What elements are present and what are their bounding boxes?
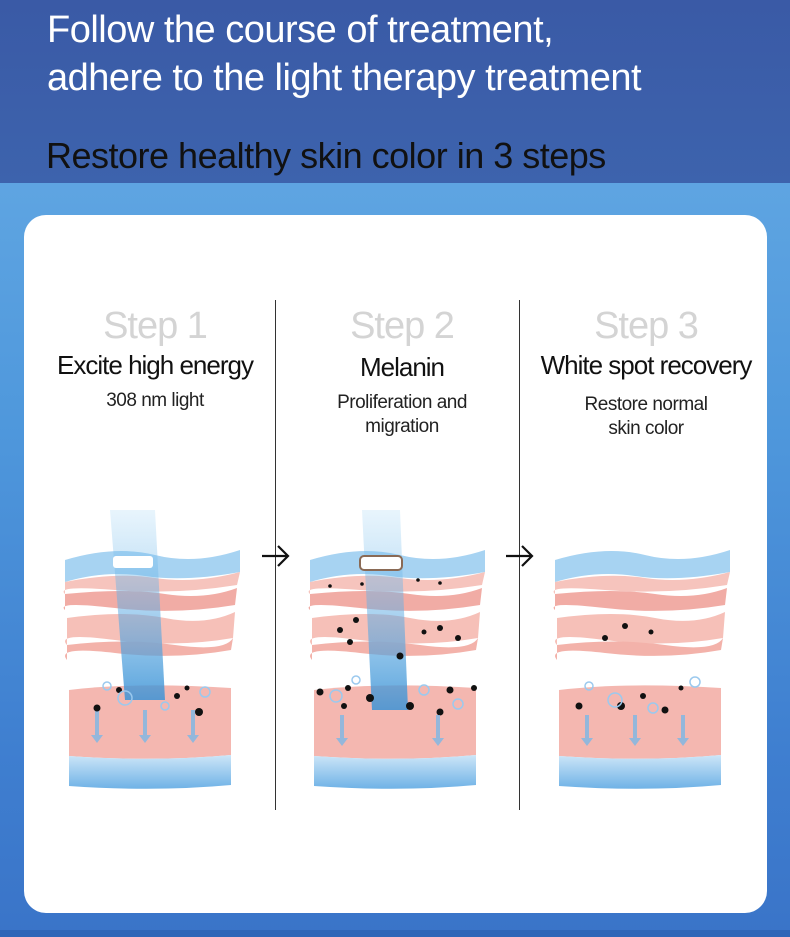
skin-layers-illustration-2 xyxy=(308,510,485,789)
step-3-desc-line-1: Restore normal xyxy=(584,394,708,415)
subtitle: Restore healthy skin color in 3 steps xyxy=(46,135,606,176)
headline-line-2: adhere to the light therapy treatment xyxy=(47,57,642,99)
headline: Follow the course of treatment, adhere t… xyxy=(47,6,777,102)
header-band xyxy=(0,0,790,183)
step-2: Step 2 Melanin Proliferation and migrati… xyxy=(282,300,522,439)
step-3-number: Step 3 xyxy=(594,305,699,347)
step-1-title: Excite high energy xyxy=(57,350,254,380)
step-3-description: Restore normal skin color xyxy=(526,393,766,441)
step-3-desc-line-2: skin color xyxy=(608,418,684,439)
step-1-description: 308 nm light xyxy=(35,389,275,413)
step-2-number: Step 2 xyxy=(350,305,455,347)
step-1-desc-line-1: 308 nm light xyxy=(106,390,204,411)
step-1: Step 1 Excite high energy 308 nm light xyxy=(35,300,275,413)
skin-layers-illustration-3 xyxy=(553,550,730,789)
skin-layers-illustration-1 xyxy=(63,510,240,789)
right-arrow-icon xyxy=(503,541,537,577)
step-2-description: Proliferation and migration xyxy=(282,391,522,439)
headline-line-1: Follow the course of treatment, xyxy=(47,9,554,51)
step-3: Step 3 White spot recovery Restore norma… xyxy=(526,300,766,441)
step-2-desc-line-2: migration xyxy=(365,416,439,437)
step-2-title: Melanin xyxy=(359,352,445,382)
step-2-desc-line-1: Proliferation and xyxy=(337,392,467,413)
bottom-strip xyxy=(0,930,790,937)
step-3-title: White spot recovery xyxy=(540,350,753,380)
right-arrow-icon xyxy=(259,541,293,577)
step-1-number: Step 1 xyxy=(103,305,208,347)
